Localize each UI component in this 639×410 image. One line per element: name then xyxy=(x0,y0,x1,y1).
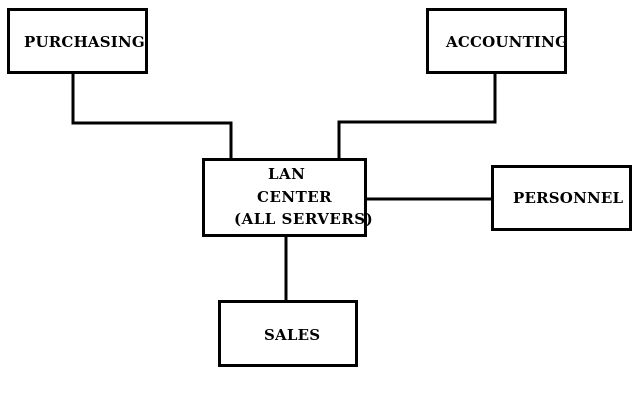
node-personnel: PERSONNEL xyxy=(491,165,632,231)
node-sales-label: SALES xyxy=(264,326,321,344)
node-lan-center-label-line-3: (ALL SERVERS) xyxy=(234,210,374,228)
node-accounting-label: ACCOUNTING xyxy=(446,33,569,51)
node-purchasing: PURCHASING xyxy=(7,8,148,74)
node-accounting: ACCOUNTING xyxy=(426,8,569,74)
node-lan-center-label-line-2: CENTER xyxy=(257,188,333,206)
node-sales: SALES xyxy=(218,300,358,367)
edge-purchasing-lan xyxy=(71,73,233,158)
node-purchasing-label: PURCHASING xyxy=(24,33,145,51)
edge-accounting-lan xyxy=(337,73,497,158)
node-lan-center: LAN CENTER (ALL SERVERS) xyxy=(202,158,373,237)
node-lan-center-label-line-1: LAN xyxy=(268,165,306,183)
node-personnel-label: PERSONNEL xyxy=(513,189,624,207)
